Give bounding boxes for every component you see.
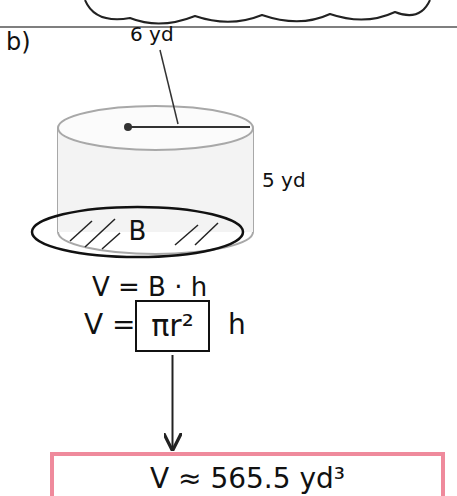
- node-text: V ≈ 565.5 yd³: [150, 462, 345, 496]
- cylinder-bottom: [58, 232, 253, 254]
- panel-border: [0, 26, 457, 28]
- radius-line: [128, 126, 250, 128]
- formula: V = B · h: [92, 272, 207, 303]
- arrow-connector: [172, 355, 174, 449]
- cylinder-top: [58, 106, 253, 150]
- formula: h: [228, 308, 246, 342]
- part-letter: b): [6, 28, 31, 57]
- result-box: V ≈ 565.5 yd³: [50, 452, 445, 496]
- cloud-outline: [85, 0, 430, 24]
- node-text: πr²: [151, 308, 193, 344]
- node-text: B: [129, 216, 147, 247]
- dimension: 6 yd: [130, 22, 174, 46]
- base-ellipse: B: [30, 205, 245, 259]
- dimension: 5 yd: [262, 168, 306, 192]
- formula: V =: [84, 308, 136, 342]
- formula-box: πr²: [135, 300, 210, 352]
- leader-line: [160, 50, 178, 124]
